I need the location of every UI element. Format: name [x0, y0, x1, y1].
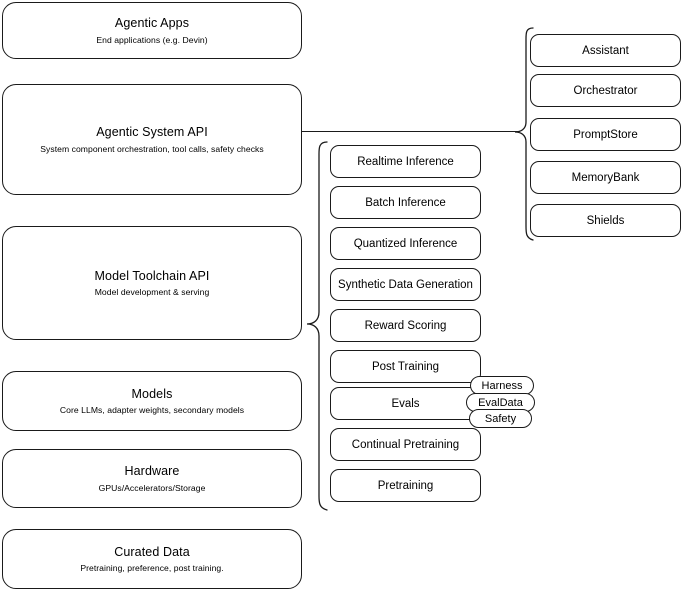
layer-subtitle: Pretraining, preference, post training.	[80, 563, 224, 574]
brace-toolchain-capabilities	[305, 140, 329, 512]
layer-hardware[interactable]: Hardware GPUs/Accelerators/Storage	[2, 449, 302, 508]
layer-curated-data[interactable]: Curated Data Pretraining, preference, po…	[2, 529, 302, 589]
layer-model-toolchain-api[interactable]: Model Toolchain API Model development & …	[2, 226, 302, 340]
layer-agentic-apps[interactable]: Agentic Apps End applications (e.g. Devi…	[2, 2, 302, 59]
brace-system-components	[513, 26, 535, 242]
capability-reward-scoring[interactable]: Reward Scoring	[330, 309, 481, 342]
component-label: Shields	[586, 214, 625, 227]
layer-subtitle: End applications (e.g. Devin)	[96, 34, 208, 45]
layer-subtitle: GPUs/Accelerators/Storage	[98, 482, 206, 493]
component-label: Assistant	[582, 44, 629, 57]
layer-title: Hardware	[124, 464, 180, 479]
capability-pretraining[interactable]: Pretraining	[330, 469, 481, 502]
capability-label: Synthetic Data Generation	[338, 278, 473, 291]
component-label: Orchestrator	[573, 84, 638, 97]
eval-pill-safety[interactable]: Safety	[469, 409, 532, 428]
component-label: MemoryBank	[571, 171, 640, 184]
capability-synthetic-data-generation[interactable]: Synthetic Data Generation	[330, 268, 481, 301]
layer-title: Agentic Apps	[114, 16, 190, 31]
eval-pill-label: Harness	[481, 379, 523, 392]
layer-subtitle: Core LLMs, adapter weights, secondary mo…	[59, 405, 245, 416]
layer-title: Model Toolchain API	[94, 268, 210, 283]
capability-label: Quantized Inference	[353, 237, 458, 250]
layer-title: Curated Data	[114, 544, 190, 559]
eval-pill-evaldata[interactable]: EvalData	[466, 393, 535, 412]
layer-models[interactable]: Models Core LLMs, adapter weights, secon…	[2, 371, 302, 431]
capability-label: Pretraining	[377, 479, 434, 492]
eval-pill-harness[interactable]: Harness	[470, 376, 534, 395]
capability-label: Post Training	[371, 360, 440, 373]
layer-subtitle: Model development & serving	[94, 287, 210, 298]
eval-pill-label: EvalData	[478, 396, 523, 409]
capability-evals[interactable]: Evals	[330, 387, 481, 420]
capability-continual-pretraining[interactable]: Continual Pretraining	[330, 428, 481, 461]
component-memorybank[interactable]: MemoryBank	[530, 161, 681, 194]
capability-label: Realtime Inference	[357, 155, 454, 168]
component-promptstore[interactable]: PromptStore	[530, 118, 681, 151]
capability-post-training[interactable]: Post Training	[330, 350, 481, 383]
component-assistant[interactable]: Assistant	[530, 34, 681, 67]
capability-label: Evals	[391, 397, 420, 410]
layer-title: Agentic System API	[96, 125, 208, 140]
capability-label: Batch Inference	[365, 196, 446, 209]
connector-system-api-to-components	[302, 131, 519, 132]
layer-title: Models	[131, 386, 173, 401]
capability-batch-inference[interactable]: Batch Inference	[330, 186, 481, 219]
capability-label: Continual Pretraining	[351, 438, 460, 451]
capability-realtime-inference[interactable]: Realtime Inference	[330, 145, 481, 178]
layer-subtitle: System component orchestration, tool cal…	[40, 143, 264, 154]
component-shields[interactable]: Shields	[530, 204, 681, 237]
component-orchestrator[interactable]: Orchestrator	[530, 74, 681, 107]
component-label: PromptStore	[573, 128, 638, 141]
eval-pill-label: Safety	[484, 412, 517, 425]
capability-label: Reward Scoring	[364, 319, 447, 332]
capability-quantized-inference[interactable]: Quantized Inference	[330, 227, 481, 260]
layer-agentic-system-api[interactable]: Agentic System API System component orch…	[2, 84, 302, 195]
